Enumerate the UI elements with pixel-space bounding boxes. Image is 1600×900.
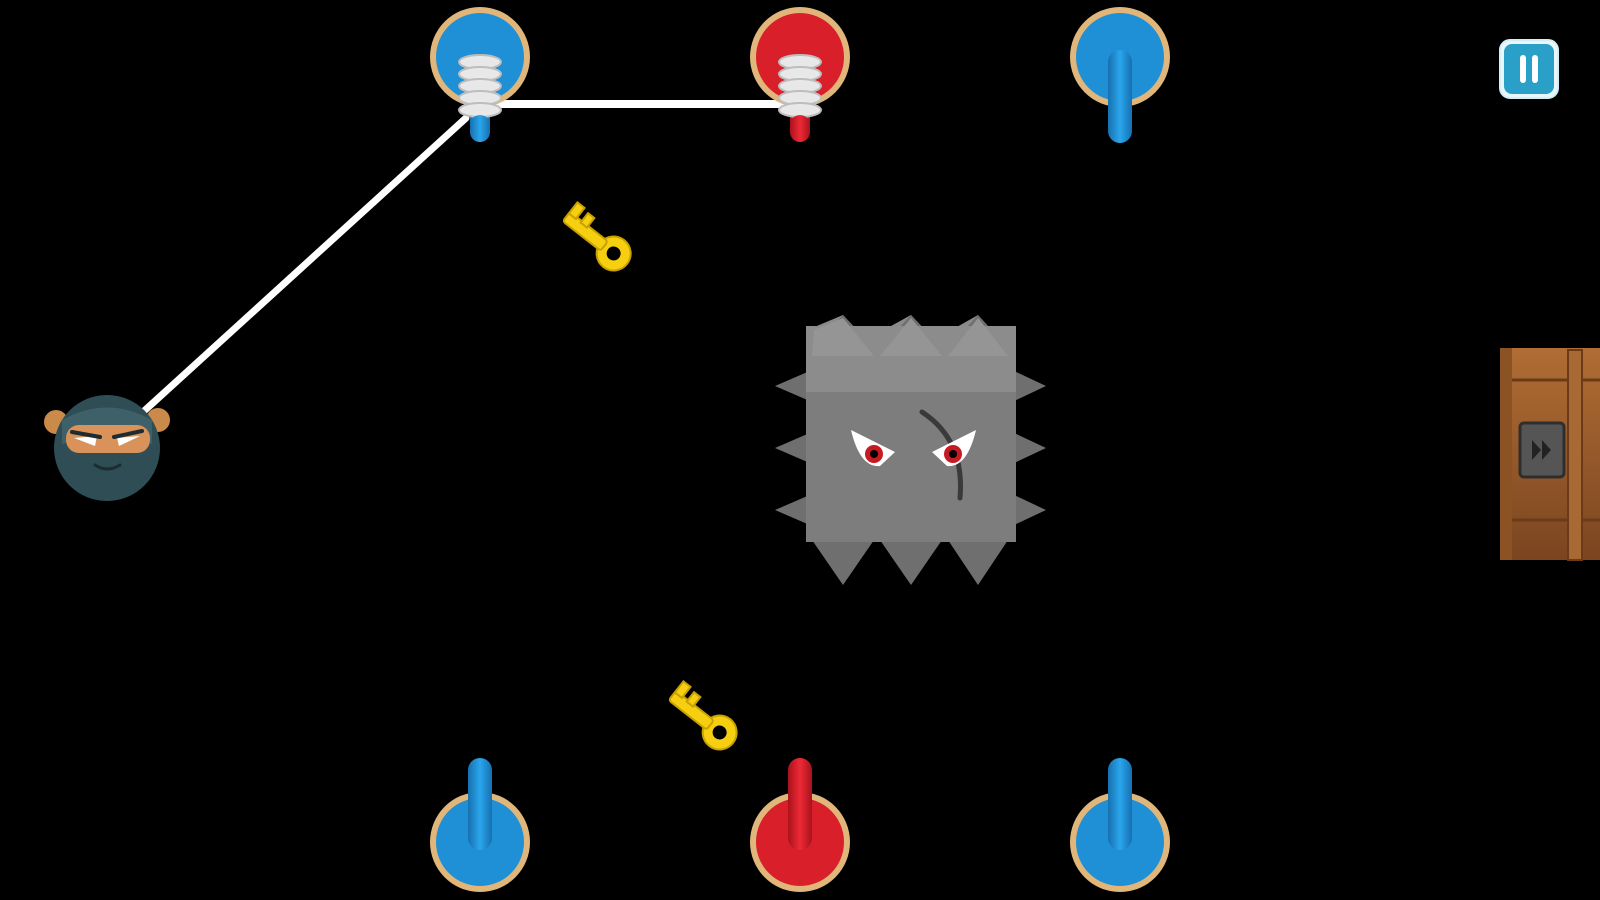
rope-coil [778,54,822,118]
bottom-peg-3-blue[interactable] [1070,758,1170,892]
top-peg-1-blue[interactable] [430,7,530,142]
pause-icon [1499,39,1559,99]
pause-button[interactable] [1498,38,1560,100]
top-peg-3-blue[interactable] [1070,7,1170,143]
key-icon[interactable] [556,200,638,277]
rope-coil [458,54,502,118]
ninja-ball-icon[interactable] [44,395,170,501]
bottom-peg-2-red[interactable] [750,758,850,892]
bottom-peg-1-blue[interactable] [430,758,530,892]
top-peg-2-red[interactable] [750,7,850,142]
treasure-chest-icon [1500,348,1600,561]
spiked-block-icon [775,315,1046,585]
rope [139,100,804,416]
key-icon[interactable] [662,679,744,756]
